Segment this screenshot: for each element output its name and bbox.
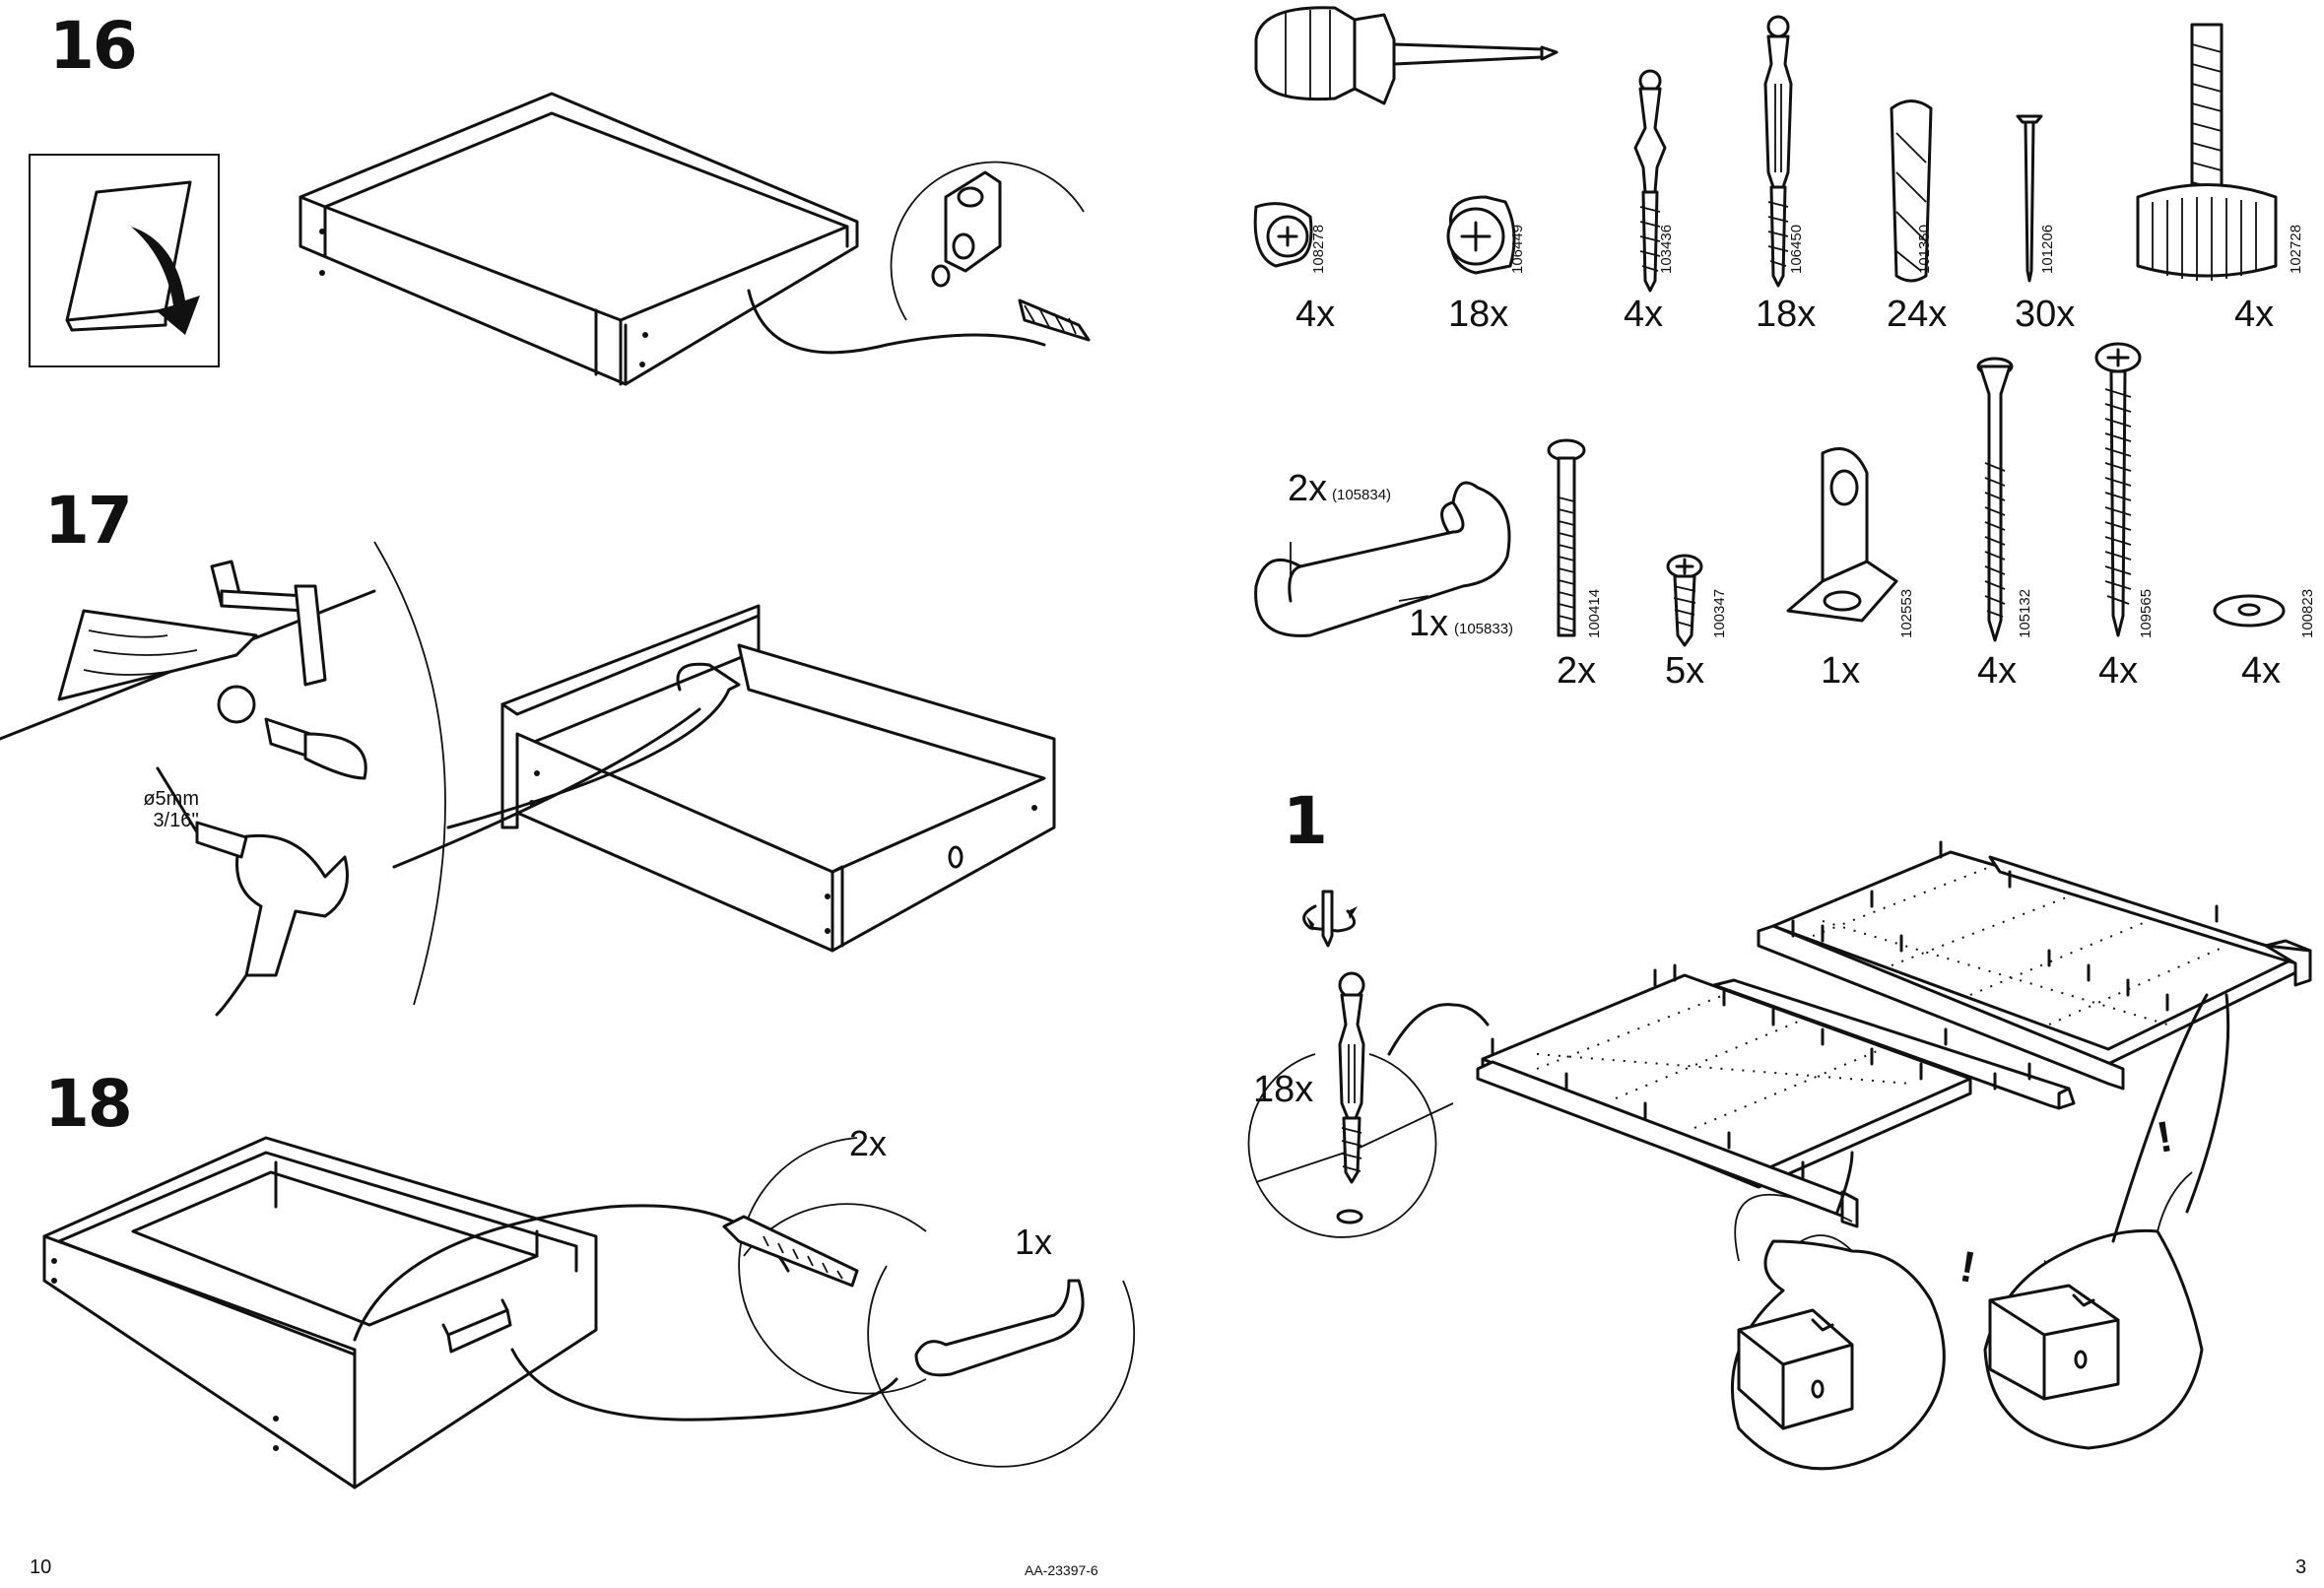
part-code-102553: 102553 (1898, 588, 1915, 638)
part-code-105132: 105132 (2017, 588, 2033, 638)
short-screw-icon (1666, 554, 1703, 647)
part-code-101206: 101206 (2039, 224, 2056, 274)
step-number-18: 18 (44, 1066, 133, 1142)
cam-bolt-short-icon (1633, 69, 1667, 293)
small-handle-qty: 2x (1288, 468, 1328, 509)
bolt-handle-detail-circles (722, 1137, 1136, 1468)
frame-panels-illustration (1476, 840, 2312, 1471)
bolt-qty-label: 2x (849, 1123, 888, 1163)
handle-qty-label: 1x (1015, 1222, 1053, 1262)
machine-bolt-icon (1547, 438, 1586, 637)
part-code-100414: 100414 (1586, 588, 1603, 638)
cam-lock-large-icon (1446, 195, 1516, 275)
part-qty-105132: 4x (1977, 650, 2018, 692)
cam-bolt-insert-detail (1247, 890, 1490, 1238)
wood-dowel-icon (1890, 99, 1933, 283)
part-code-108278: 108278 (1310, 224, 1327, 274)
angle-bracket-detail (890, 161, 1091, 342)
part-qty-100347: 5x (1665, 650, 1705, 692)
part-qty-109565: 4x (2098, 650, 2139, 692)
page-number-left: 10 (30, 1556, 52, 1578)
step-number-16: 16 (49, 8, 138, 84)
part-code-106450: 106450 (1788, 224, 1805, 274)
angle-bracket-icon (1786, 447, 1898, 623)
part-code-100347: 100347 (1711, 588, 1728, 638)
screwdriver-icon (1254, 6, 1559, 105)
part-code-100823: 100823 (2299, 588, 2316, 638)
part-qty-106450: 18x (1756, 294, 1817, 335)
drill-size-label: ø5mm (143, 788, 199, 810)
part-code-103436: 103436 (1658, 224, 1675, 274)
small-handle-code: (105834) (1332, 487, 1392, 503)
tools-clamp-drill-illustration (0, 560, 376, 1017)
part-code-102728: 102728 (2288, 224, 2304, 274)
large-handle-code: (105833) (1454, 621, 1514, 637)
drawer-assembly-illustration-17 (373, 541, 1056, 1006)
part-qty-102553: 1x (1821, 650, 1861, 692)
part-code-106449: 106449 (1509, 224, 1526, 274)
part-qty-102728: 4x (2234, 294, 2275, 335)
nail-icon (2016, 114, 2043, 283)
part-qty-101350: 24x (1887, 294, 1948, 335)
flip-over-icon (29, 154, 220, 367)
washer-icon (2213, 594, 2286, 628)
document-id: AA-23397-6 (1025, 1562, 1098, 1578)
part-qty-108278: 4x (1295, 294, 1336, 335)
wood-screw-long-icon (1976, 357, 2014, 642)
part-qty-106449: 18x (1448, 294, 1509, 335)
part-code-109565: 109565 (2138, 588, 2155, 638)
drawer-handles-icon (1254, 481, 1511, 637)
step-number-1: 1 (1283, 783, 1328, 859)
cam-bolt-long-icon (1763, 15, 1793, 288)
page-number-right: 3 (2295, 1556, 2307, 1578)
step-number-17: 17 (44, 483, 133, 559)
part-qty-103436: 4x (1624, 294, 1664, 335)
cam-lock-small-icon (1253, 202, 1313, 268)
drawer-frame-illustration-16 (299, 92, 1046, 386)
drill-size-inch-label: 3/16'' (153, 810, 199, 831)
part-qty-100414: 2x (1557, 650, 1597, 692)
part-qty-101206: 30x (2015, 294, 2076, 335)
part-qty-100823: 4x (2241, 650, 2282, 692)
adjustable-foot-icon (2136, 23, 2278, 281)
pan-head-screw-icon (2094, 342, 2142, 637)
cam-bolt-qty-label: 18x (1253, 1069, 1314, 1110)
part-code-101350: 101350 (1916, 224, 1933, 274)
large-handle-qty: 1x (1409, 603, 1449, 644)
